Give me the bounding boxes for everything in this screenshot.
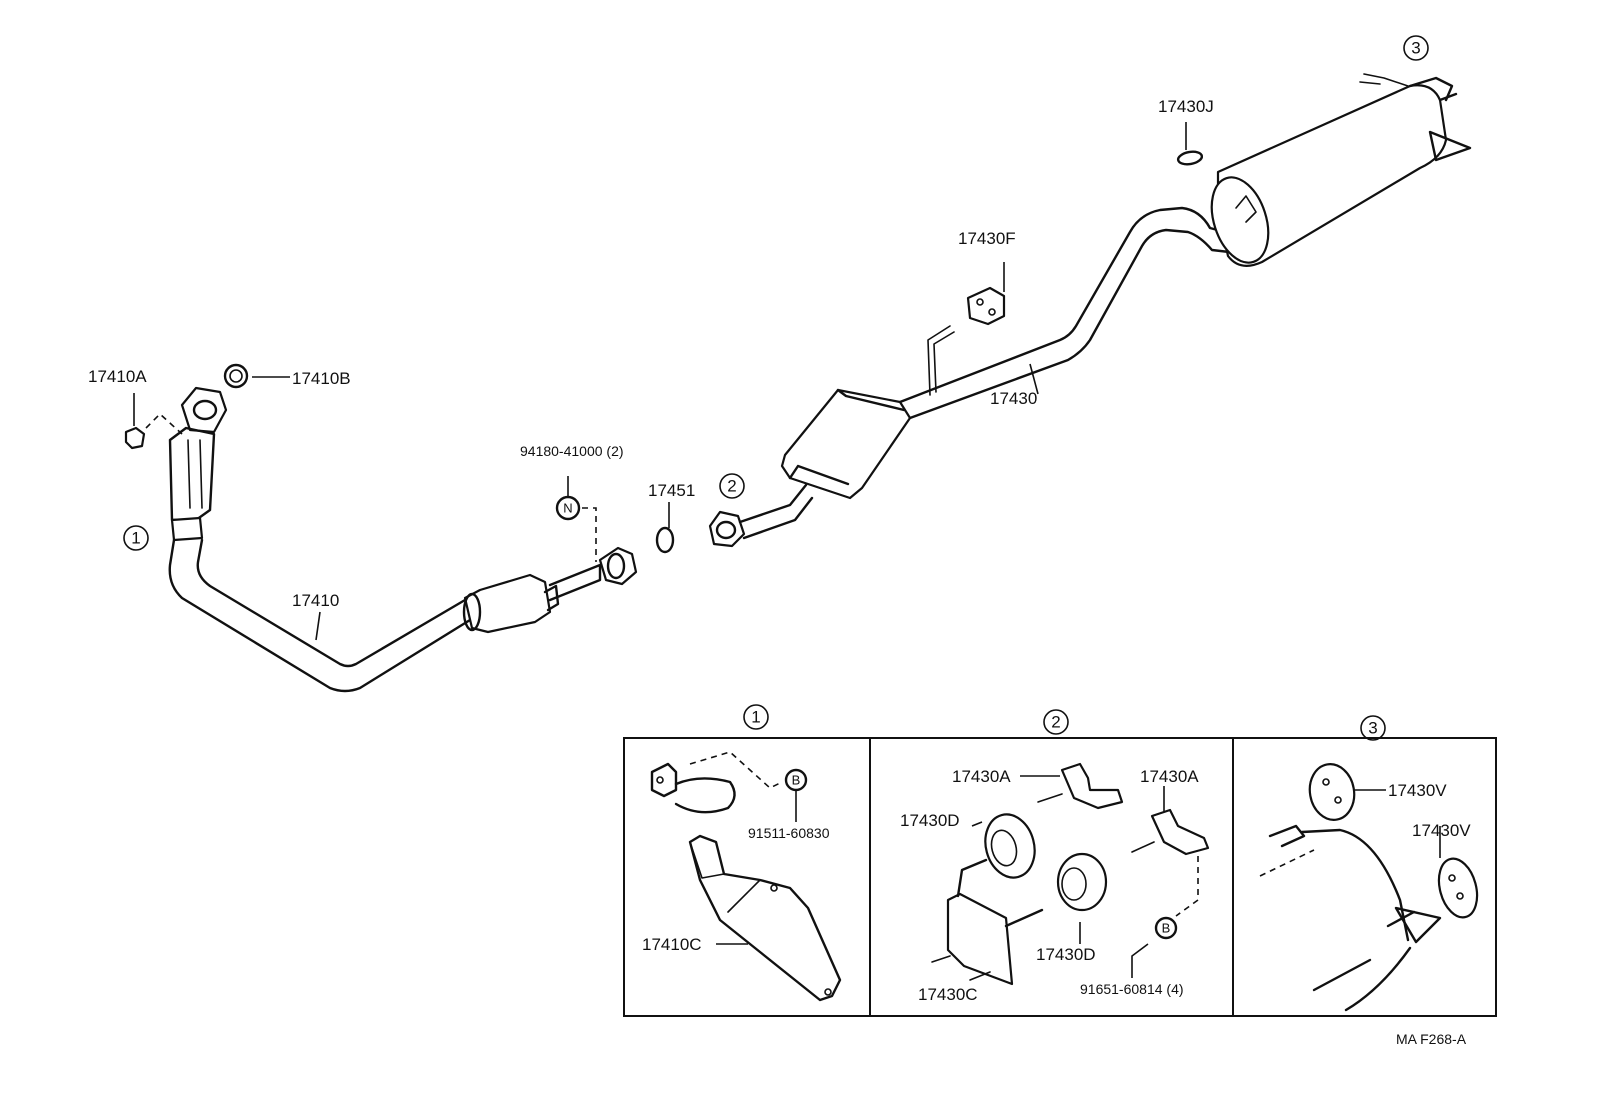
- detail-header-2: 2: [1043, 709, 1069, 735]
- svg-text:2: 2: [1051, 713, 1060, 732]
- leader-lines: [133, 122, 1187, 641]
- callout-2: 2: [719, 473, 745, 499]
- label-17430D-2: 17430D: [1036, 945, 1096, 964]
- detail-1-content: B: [650, 751, 842, 1002]
- gasket-17410B: [223, 363, 249, 389]
- detail-header-1: 1: [743, 704, 769, 730]
- label-17410: 17410: [292, 591, 339, 610]
- svg-text:2: 2: [727, 477, 736, 496]
- label-17410B: 17410B: [292, 369, 351, 388]
- nut-symbol: N: [563, 501, 572, 516]
- label-17430A-2: 17430A: [1140, 767, 1199, 786]
- svg-text:1: 1: [131, 529, 140, 548]
- label-17410C: 17410C: [642, 935, 702, 954]
- label-17430V-1: 17430V: [1388, 781, 1447, 800]
- front-exhaust-pipe: [168, 386, 638, 693]
- callout-1: 1: [123, 525, 149, 551]
- label-17430J: 17430J: [1158, 97, 1214, 116]
- detail-2-content: B: [931, 762, 1210, 986]
- gasket-17451: [655, 526, 675, 554]
- bolt-17410A: [124, 426, 146, 450]
- label-17430D-1: 17430D: [900, 811, 960, 830]
- detail-header-3: 3: [1360, 715, 1386, 741]
- support-cushion-17430F: [966, 286, 1006, 326]
- bolt-symbol-1: B: [792, 773, 801, 788]
- label-91511-60830: 91511-60830: [748, 825, 830, 841]
- label-17410A: 17410A: [88, 367, 147, 386]
- label-91651-60814: 91651-60814 (4): [1080, 981, 1184, 997]
- label-17430V-2: 17430V: [1412, 821, 1471, 840]
- detail-panels: [623, 737, 1497, 1017]
- bolt-symbol-2: B: [1162, 921, 1171, 936]
- figure-code: MA F268-A: [1396, 1031, 1467, 1047]
- label-17430C: 17430C: [918, 985, 978, 1004]
- svg-text:3: 3: [1411, 39, 1420, 58]
- label-17430: 17430: [990, 389, 1037, 408]
- label-17451: 17451: [648, 481, 695, 500]
- detail-3-content: [1259, 763, 1479, 1012]
- label-17430F: 17430F: [958, 229, 1016, 248]
- tail-pipe-assembly: [708, 73, 1472, 548]
- svg-text:3: 3: [1368, 719, 1377, 738]
- gasket-17430J: [1176, 150, 1204, 166]
- nut-94180-41000: N: [555, 495, 581, 521]
- label-94180: 94180-41000 (2): [520, 443, 624, 459]
- label-17430A-1: 17430A: [952, 767, 1011, 786]
- svg-text:1: 1: [751, 708, 760, 727]
- callout-3: 3: [1403, 35, 1429, 61]
